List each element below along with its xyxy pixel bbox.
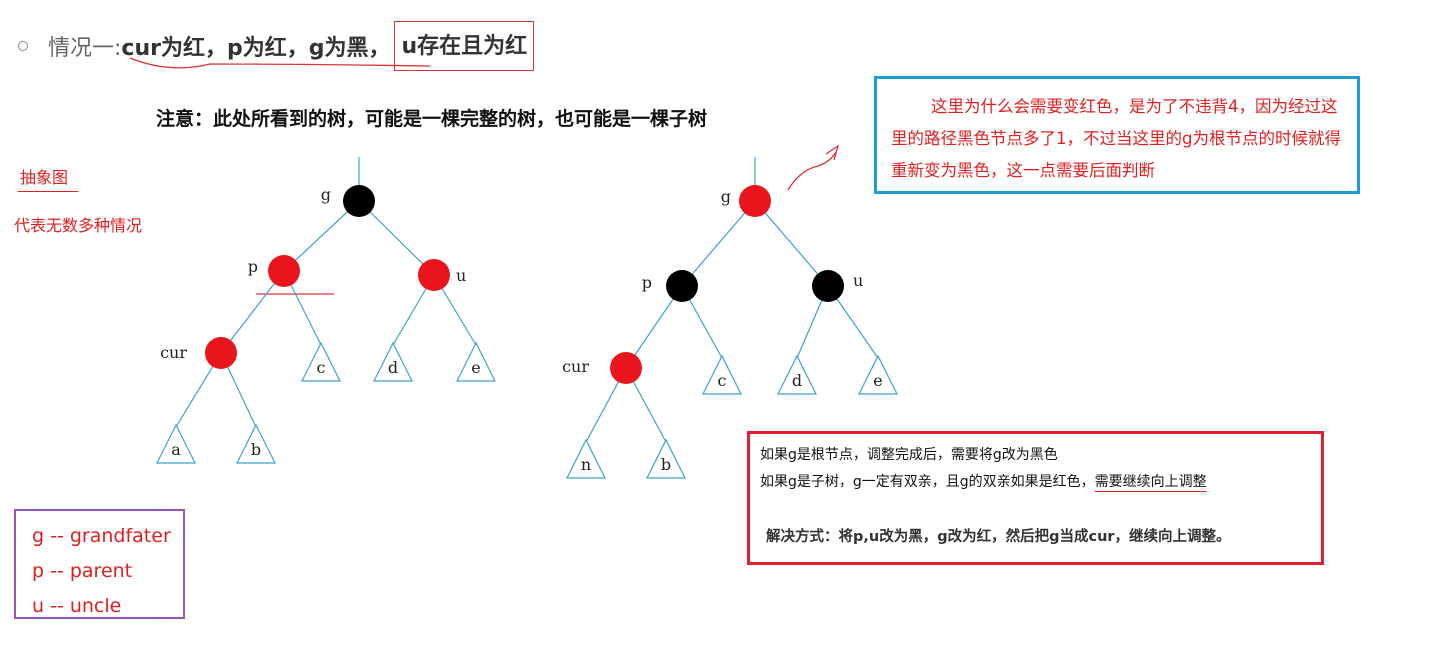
subtree-label-d: d [792,371,802,390]
subtree-c [702,354,742,395]
edge-g-u [754,200,829,287]
section-heading: 情况一: cur为红，p为红，g为黑， u存在且为红 [14,21,535,71]
edge-g-p [283,200,360,272]
node-p [666,270,698,302]
rule-line-1: 如果g是根节点，调整完成后，需要将g改为黑色 [760,447,1058,463]
tree-after: n b c d e g p u cur [562,157,898,479]
subtree-label-e: e [873,371,882,390]
abstract-label: 抽象图 [20,168,69,187]
subtree-b [236,423,276,464]
node-cur [205,337,237,369]
subtree-b [646,438,686,479]
node-label-cur: cur [160,343,187,362]
node-u [418,259,450,291]
legend-p: p -- parent [32,560,133,582]
subtree-a [156,423,196,464]
node-label-u: u [853,271,863,290]
node-cur [610,352,642,384]
legend-box: g -- grandfater p -- parent u -- uncle [14,509,185,619]
note-text: 注意：此处所看到的树，可能是一棵完整的树，也可能是一棵子树 [156,108,708,130]
subtree-d [373,341,413,382]
subtree-c [301,341,341,382]
node-g [343,185,375,217]
node-p [268,255,300,287]
abstract-description: 代表无数多种情况 [14,216,143,235]
rule-line-2-underlined: 需要继续向上调整 [1094,474,1207,490]
edge-g-u [358,200,435,276]
rule-line-2: 如果g是子树，g一定有双亲，且g的双亲如果是红色，需要继续向上调整 [760,469,1321,496]
edge-g-p [681,200,756,287]
node-label-g: g [721,187,731,206]
node-label-p: p [248,257,258,276]
rule-line-2-prefix: 如果g是子树，g一定有双亲，且g的双亲如果是红色， [760,474,1095,490]
edge-p-cur [625,285,683,369]
node-label-p: p [642,273,652,292]
subtree-e [858,354,898,395]
legend-u: u -- uncle [32,595,122,617]
subtree-label-c: c [718,371,727,390]
legend-g: g -- grandfater [32,525,171,547]
rule-box: 如果g是根节点，调整完成后，需要将g改为黑色 如果g是子树，g一定有双亲，且g的… [747,431,1324,565]
node-g [739,185,771,217]
subtree-label-d: d [388,358,398,377]
subtree-label-a: a [171,440,181,459]
subtree-d [777,354,817,395]
heading-boxed: u存在且为红 [394,21,535,71]
node-label-cur: cur [562,357,589,376]
heading-prefix: 情况一: [48,36,122,61]
edge-p-cur [220,270,285,354]
rule-solution: 解决方式：将p,u改为黑，g改为红，然后把g当成cur，继续向上调整。 [766,529,1231,545]
node-label-u: u [456,266,466,285]
heading-main: cur为红，p为红，g为黑， [121,36,391,61]
subtree-label-b: b [251,440,261,459]
subtree-label-e: e [471,358,480,377]
subtree-label-c: c [317,358,326,377]
subtree-label-a: n [581,455,591,474]
abstract-underline [18,191,78,192]
subtree-e [456,341,496,382]
explanation-box: 这里为什么会需要变红色，是为了不违背4，因为经过这里的路径黑色节点多了1，不过当… [874,76,1360,194]
subtree-a [566,438,606,479]
node-u [812,270,844,302]
bullet-icon [18,41,28,51]
subtree-label-b: b [661,455,671,474]
tree-before: a b c d e g p u cur [156,157,496,464]
node-label-g: g [321,185,331,204]
